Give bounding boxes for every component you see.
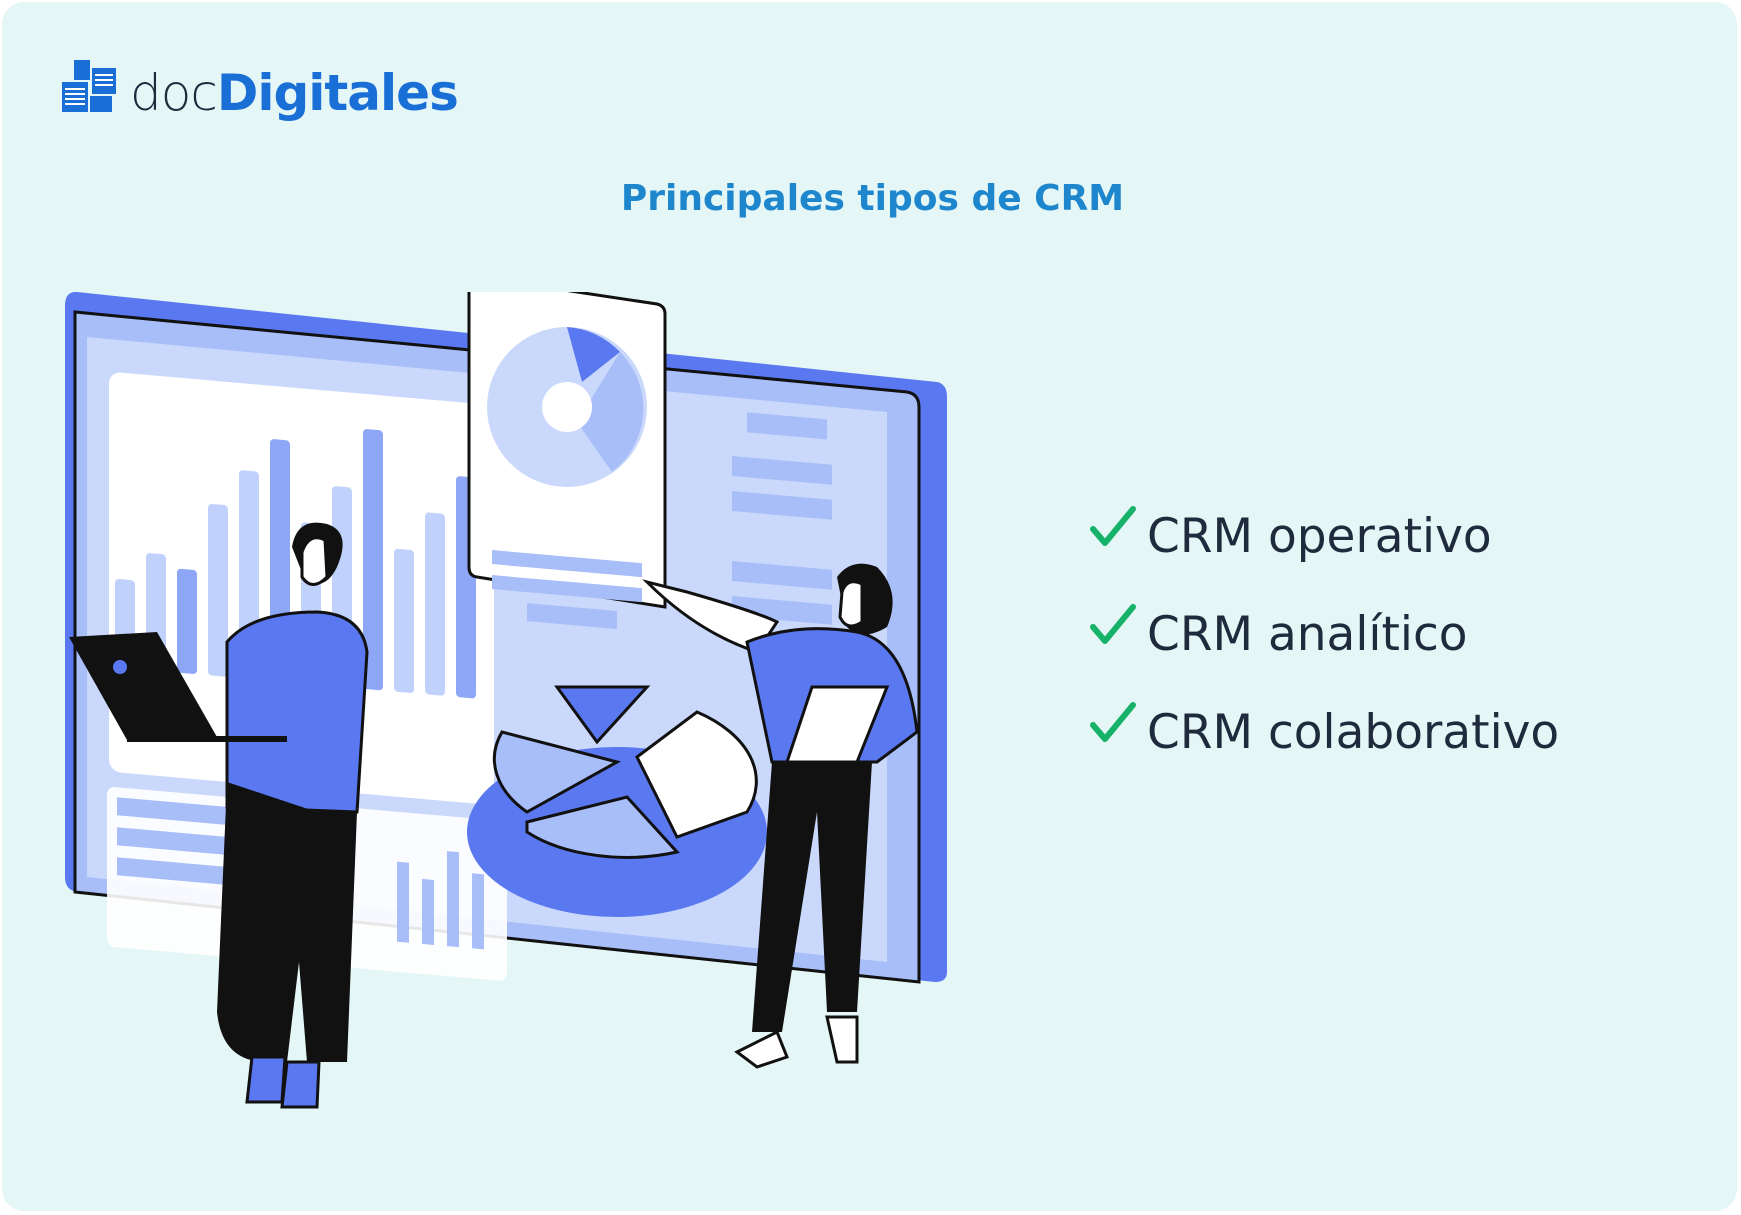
man-figure <box>69 522 369 1109</box>
crm-type-label: CRM analítico <box>1147 606 1468 662</box>
check-icon <box>1090 604 1136 644</box>
crm-type-label: CRM colaborativo <box>1147 704 1560 760</box>
logo-wordmark: docDigitales <box>130 68 459 118</box>
logo-text-bold: Digitales <box>216 64 459 122</box>
list-item: CRM operativo <box>1087 487 1559 585</box>
crm-type-label: CRM operativo <box>1147 508 1492 564</box>
illustration-bar <box>208 503 228 677</box>
list-item: CRM colaborativo <box>1087 683 1559 781</box>
page-title: Principales tipos de CRM <box>620 178 1125 219</box>
documents-logo-icon <box>62 60 116 112</box>
woman-figure <box>642 563 919 1069</box>
lower-bars <box>397 851 484 950</box>
illustration-bar <box>177 568 197 674</box>
check-icon <box>1090 506 1136 546</box>
illustration-bar <box>394 548 414 693</box>
logo-text-light: doc <box>130 64 218 122</box>
illustration-bar <box>363 429 383 691</box>
list-item: CRM analítico <box>1087 585 1559 683</box>
illustration-bar <box>425 512 445 696</box>
dashboard-presentation-illustration <box>65 292 947 1109</box>
crm-types-list: CRM operativo CRM analítico CRM colabora… <box>1087 487 1559 781</box>
brand-logo[interactable]: docDigitales <box>62 60 459 126</box>
check-icon <box>1090 702 1136 742</box>
pie-3d <box>467 685 767 917</box>
